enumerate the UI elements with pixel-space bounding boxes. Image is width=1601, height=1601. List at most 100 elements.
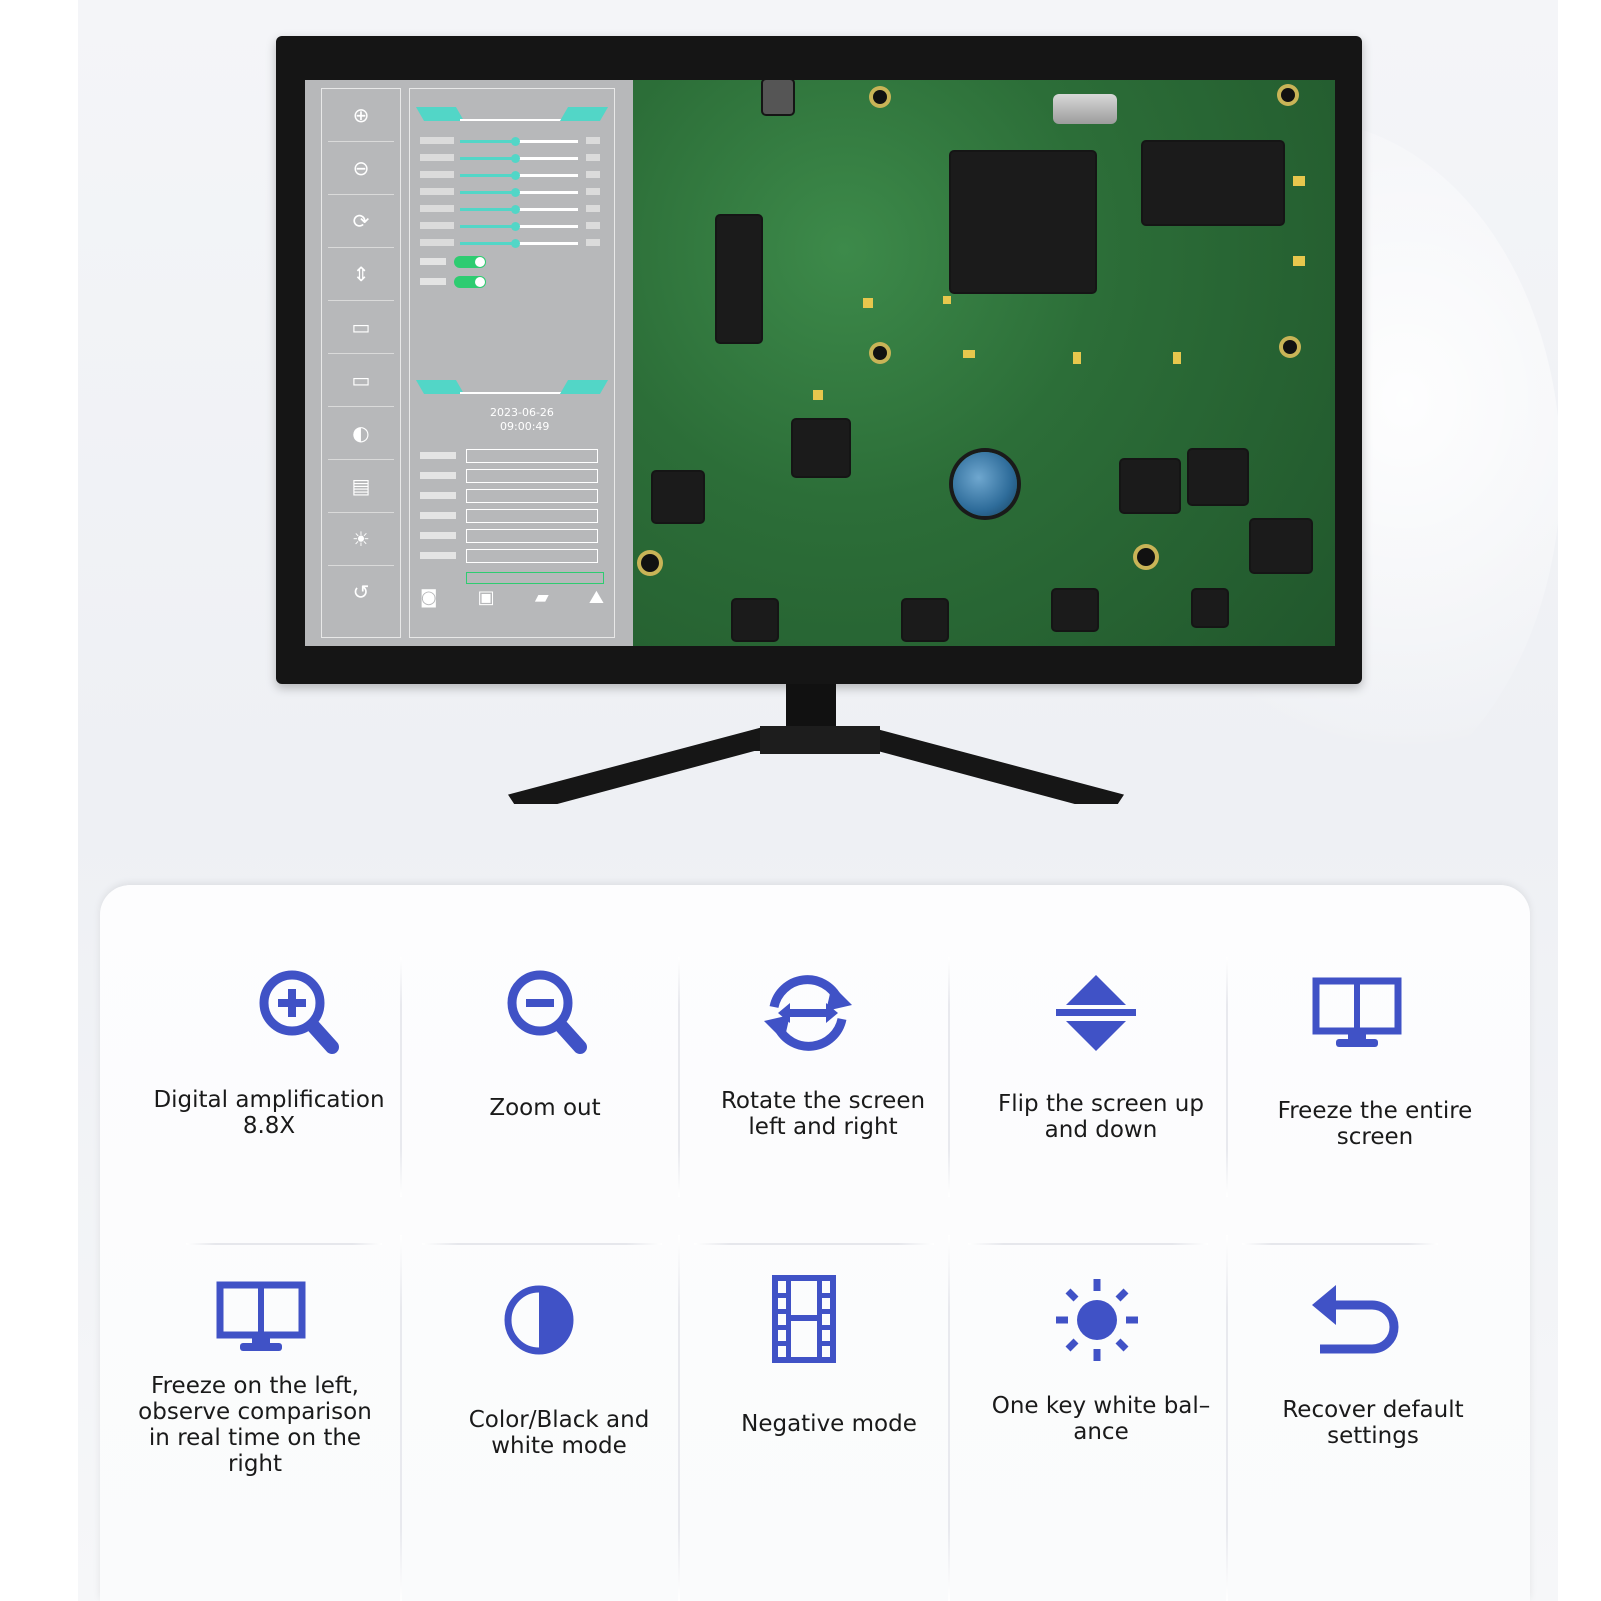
slider-row[interactable]: [420, 150, 604, 167]
dropdown-row[interactable]: [420, 446, 604, 466]
feature-zoom-out: Zoom out: [410, 885, 680, 1225]
date-text: 2023-06-26: [490, 406, 554, 419]
pcb-chip: [903, 600, 947, 640]
sidebar-white-balance[interactable]: ☀: [328, 513, 394, 566]
sidebar-freeze[interactable]: ▭: [328, 301, 394, 354]
pcb-pad: [1293, 256, 1305, 266]
pcb-pad: [863, 298, 873, 308]
sidebar-reset[interactable]: ↺: [328, 566, 394, 618]
zoom-out-icon: [507, 970, 587, 1054]
slider-row[interactable]: [420, 167, 604, 184]
rotate-icon: ⟳: [352, 209, 370, 233]
pcb-pad: [963, 350, 975, 358]
half-circle-icon: [504, 1285, 574, 1355]
zoom-out-icon: ⊖: [352, 156, 370, 180]
monitor-base-center: [760, 726, 880, 754]
feature-label: Recover default settings: [1282, 1397, 1464, 1449]
sidebar-contrast[interactable]: ◐: [328, 407, 394, 460]
divider: [948, 957, 950, 1197]
pcb-hole: [873, 346, 887, 360]
zoom-in-icon: [259, 970, 339, 1054]
pcb-chip: [1143, 142, 1283, 224]
feature-label: Color/Black and white mode: [468, 1407, 650, 1459]
toggle-row[interactable]: [420, 272, 604, 292]
monitor-icon: [1312, 977, 1402, 1047]
slider-row[interactable]: [420, 201, 604, 218]
feature-white-balance: One key white bal– ance: [966, 1235, 1236, 1601]
divider: [678, 957, 680, 1197]
divider: [678, 1235, 680, 1601]
pcb-hole: [1283, 340, 1297, 354]
dropdown-row[interactable]: [420, 526, 604, 546]
pcb-live-image: [633, 80, 1335, 646]
pcb-chip: [653, 472, 703, 522]
dropdown-row[interactable]: [420, 466, 604, 486]
datetime-display: 2023-06-26 09:00:49: [420, 406, 604, 436]
feature-reset: Recover default settings: [1238, 1235, 1508, 1601]
feature-freeze: Freeze the entire screen: [1240, 885, 1510, 1225]
divider: [400, 957, 402, 1197]
pcb-chip: [1053, 590, 1097, 630]
sidebar-flip[interactable]: ⇕: [328, 248, 394, 301]
camera-icon[interactable]: ◙: [420, 587, 438, 608]
pcb-chip: [951, 152, 1095, 292]
pcb-pad: [1073, 352, 1081, 364]
slider-row[interactable]: [420, 218, 604, 235]
feature-label: Zoom out: [489, 1095, 601, 1121]
pcb-hole: [873, 90, 887, 104]
monitor-screen: ⊕ ⊖ ⟳ ⇕ ▭ ▭ ◐ ▤ ☀ ↺: [305, 80, 1335, 646]
divider: [948, 1235, 950, 1601]
sidebar-zoom-out[interactable]: ⊖: [328, 142, 394, 195]
sidebar-negative[interactable]: ▤: [328, 460, 394, 513]
divider: [400, 1235, 402, 1601]
microscope-ui-panel: ⊕ ⊖ ⟳ ⇕ ▭ ▭ ◐ ▤ ☀ ↺: [305, 80, 633, 646]
video-icon[interactable]: ▣: [477, 587, 495, 608]
slider-row[interactable]: [420, 235, 604, 252]
sun-icon: ☀: [352, 527, 370, 551]
pcb-pad: [1173, 352, 1181, 364]
flip-vertical-icon: [1056, 975, 1136, 1051]
slider-row[interactable]: [420, 184, 604, 201]
dropdown-row[interactable]: [420, 486, 604, 506]
pcb-chip: [793, 420, 849, 476]
chart-icon[interactable]: ⛰: [588, 587, 604, 608]
dropdown-row[interactable]: [420, 546, 604, 566]
monitor: ⊕ ⊖ ⟳ ⇕ ▭ ▭ ◐ ▤ ☀ ↺: [276, 36, 1362, 684]
sun-icon: [1056, 1279, 1138, 1361]
monitor-split-icon: [216, 1281, 306, 1351]
divider: [1226, 1235, 1228, 1601]
pcb-hole: [641, 554, 659, 572]
ui-settings: 2023-06-26 09:00:49 ◙ ▣ ▰ ⛰: [409, 88, 615, 638]
feature-label: Flip the screen up and down: [998, 1091, 1204, 1143]
sidebar-rotate[interactable]: ⟳: [328, 195, 394, 248]
feature-label: Negative mode: [741, 1411, 917, 1437]
ui-bottom-toolbar: ◙ ▣ ▰ ⛰: [420, 587, 604, 617]
pcb-chip: [1189, 450, 1247, 504]
divider: [1226, 957, 1228, 1197]
system-settings-header: [415, 376, 609, 398]
zoom-in-icon: ⊕: [352, 103, 370, 127]
feature-zoom-in: Digital amplification 8.8X: [134, 885, 404, 1225]
divider: [1242, 1243, 1438, 1245]
dropdown-row[interactable]: [420, 506, 604, 526]
pcb-pad: [1293, 176, 1305, 186]
feature-label: Freeze the entire screen: [1277, 1098, 1473, 1150]
slider-row[interactable]: [420, 133, 604, 150]
pcb-hole: [1281, 88, 1295, 102]
toggle-row[interactable]: [420, 252, 604, 272]
sidebar-freeze-left[interactable]: ▭: [328, 354, 394, 407]
rotate-icon: [764, 975, 852, 1051]
pcb-chip: [1193, 590, 1227, 626]
film-icon: ▤: [351, 474, 371, 498]
feature-label: Freeze on the left, observe comparison i…: [138, 1373, 372, 1477]
sidebar-zoom-in[interactable]: ⊕: [328, 89, 394, 142]
image-settings-header: [415, 103, 609, 125]
folder-icon[interactable]: ▰: [534, 587, 549, 608]
pcb-chip: [733, 600, 777, 640]
flip-icon: ⇕: [352, 262, 370, 286]
feature-label: Digital amplification 8.8X: [153, 1087, 385, 1139]
pcb-capacitor: [953, 452, 1017, 516]
pcb-hole: [1137, 548, 1155, 566]
network-button[interactable]: [466, 572, 604, 584]
freeze-left-icon: ▭: [351, 368, 371, 392]
